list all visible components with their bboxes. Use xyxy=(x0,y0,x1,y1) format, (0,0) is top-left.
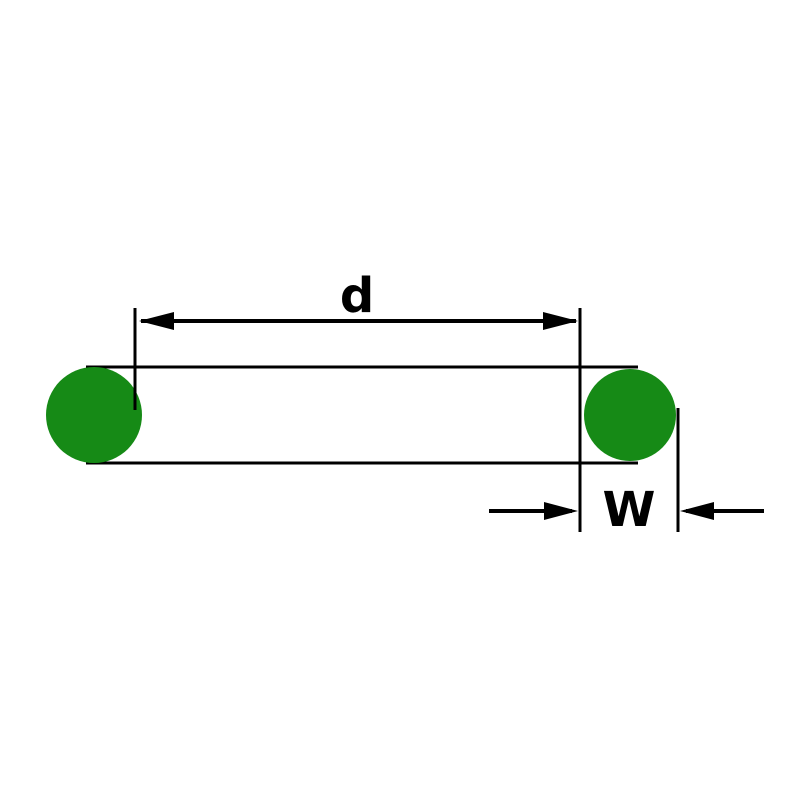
oring-right-cross-section-circle xyxy=(584,369,676,461)
cross-section-width-dimension: W xyxy=(489,408,764,538)
diameter-arrowhead-left-icon xyxy=(139,312,174,330)
inner-diameter-label: d xyxy=(340,268,374,324)
diameter-arrowhead-right-icon xyxy=(543,312,578,330)
oring-side-view xyxy=(46,365,676,465)
oring-left-cross-section-circle xyxy=(46,367,142,463)
cross-section-width-label: W xyxy=(603,482,656,538)
width-arrowhead-right-icon xyxy=(680,502,714,520)
inner-diameter-dimension: d xyxy=(133,268,582,532)
width-arrowhead-left-icon xyxy=(544,502,578,520)
